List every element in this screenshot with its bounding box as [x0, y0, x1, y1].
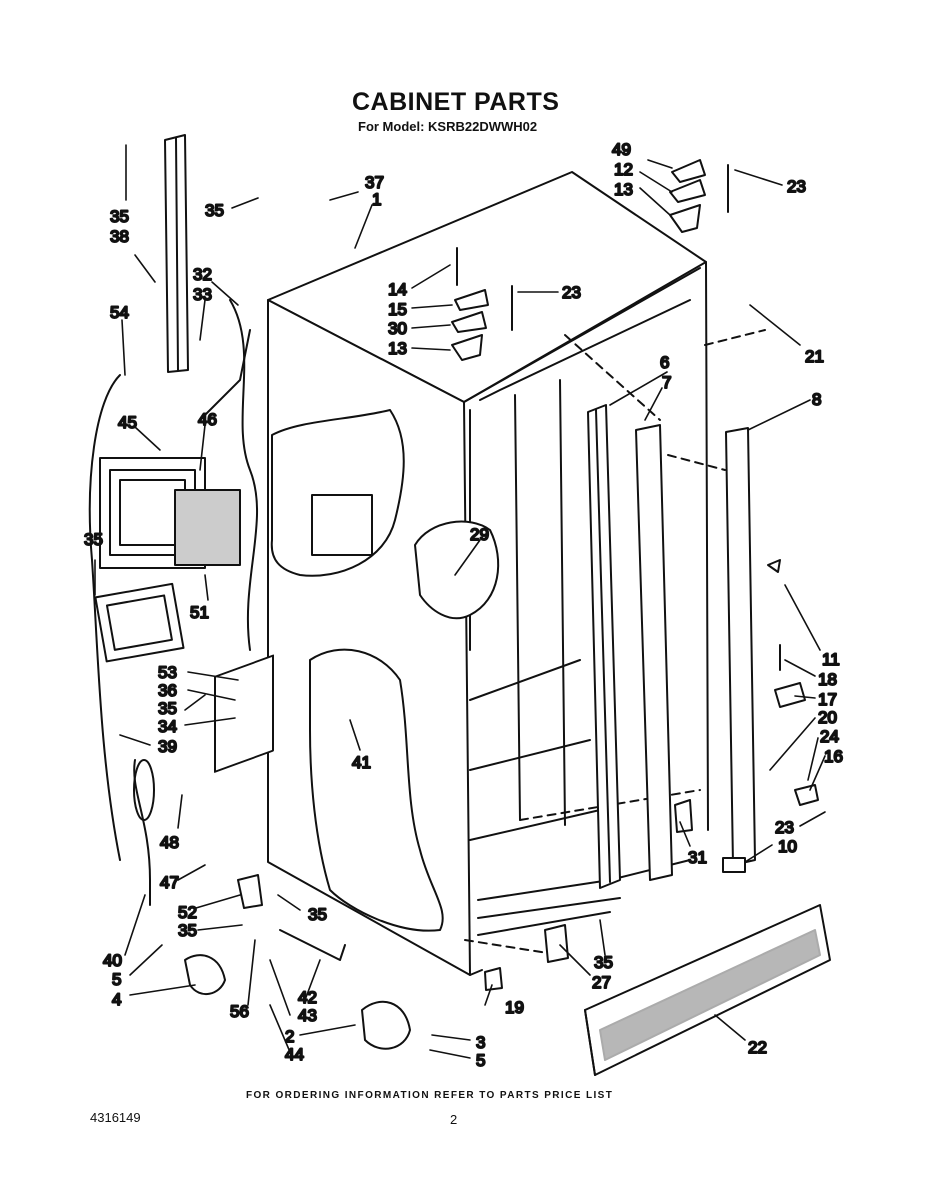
callout-label: 8	[812, 390, 821, 409]
callout-label: 13	[614, 180, 633, 199]
callout-label: 52	[178, 903, 197, 922]
callout-label: 13	[388, 339, 407, 358]
callout-label: 19	[505, 998, 524, 1017]
callout-label: 46	[198, 410, 217, 429]
bottom-parts	[184, 874, 831, 1076]
callout-label: 34	[158, 717, 177, 736]
callout-label: 10	[778, 837, 797, 856]
callout-label: 35	[205, 201, 224, 220]
callout-label: 36	[158, 681, 177, 700]
callout-leaders	[94, 144, 826, 1059]
callout-label: 37	[365, 173, 384, 192]
mullion-strips	[164, 134, 756, 889]
callout-label: 47	[160, 873, 179, 892]
callout-label: 56	[230, 1002, 249, 1021]
callout-label: 5	[476, 1051, 485, 1070]
callout-label: 15	[388, 300, 407, 319]
callout-label: 29	[470, 525, 489, 544]
callout-label: 35	[178, 921, 197, 940]
callout-label: 16	[824, 747, 843, 766]
callout-label: 22	[748, 1038, 767, 1057]
callout-label: 30	[388, 319, 407, 338]
callout-label: 41	[352, 753, 371, 772]
document-part-number: 4316149	[90, 1110, 141, 1125]
callout-label: 27	[592, 973, 611, 992]
callout-label: 35	[308, 905, 327, 924]
callout-label: 21	[805, 347, 824, 366]
callout-label: 31	[688, 848, 707, 867]
ordering-info-note: FOR ORDERING INFORMATION REFER TO PARTS …	[246, 1090, 614, 1101]
callout-label: 53	[158, 663, 177, 682]
callout-label: 24	[820, 727, 839, 746]
callout-labels: 49 12 13 23 35 37 1 35 38 32 33 14 15 23…	[83, 139, 844, 1071]
callout-label: 1	[372, 190, 381, 209]
callout-label: 51	[190, 603, 209, 622]
cabinet-cutaway-openings	[270, 409, 500, 932]
callout-label: 33	[193, 285, 212, 304]
callout-label: 54	[110, 303, 129, 322]
callout-label: 44	[285, 1045, 304, 1064]
callout-label: 35	[84, 530, 103, 549]
callout-label: 40	[103, 951, 122, 970]
callout-label: 35	[110, 207, 129, 226]
callout-label: 18	[818, 670, 837, 689]
callout-label: 49	[612, 140, 631, 159]
callout-label: 17	[818, 690, 837, 709]
callout-label: 11	[822, 650, 840, 669]
callout-label: 39	[158, 737, 177, 756]
right-small-parts	[674, 559, 819, 873]
model-subtitle: For Model: KSRB22DWWH02	[358, 119, 538, 134]
callout-label: 38	[110, 227, 129, 246]
callout-label: 5	[112, 970, 121, 989]
callout-label: 35	[594, 953, 613, 972]
callout-label: 32	[193, 265, 212, 284]
callout-label: 23	[775, 818, 794, 837]
callout-label: 23	[787, 177, 806, 196]
callout-label: 43	[298, 1006, 317, 1025]
callout-label: 12	[614, 160, 633, 179]
callout-label: 3	[476, 1033, 485, 1052]
callout-label: 45	[118, 413, 137, 432]
page-number: 2	[450, 1112, 458, 1127]
callout-label: 4	[112, 990, 121, 1009]
callout-label: 7	[662, 373, 671, 392]
callout-label: 35	[158, 699, 177, 718]
top-hinge-parts	[451, 159, 729, 361]
callout-label: 14	[388, 280, 407, 299]
callout-label: 23	[562, 283, 581, 302]
page-title: CABINET PARTS	[352, 88, 560, 116]
callout-label: 20	[818, 708, 837, 727]
callout-label: 48	[160, 833, 179, 852]
callout-label: 2	[285, 1027, 294, 1046]
callout-label: 42	[298, 988, 317, 1007]
callout-label: 6	[660, 353, 669, 372]
left-components	[88, 299, 274, 906]
